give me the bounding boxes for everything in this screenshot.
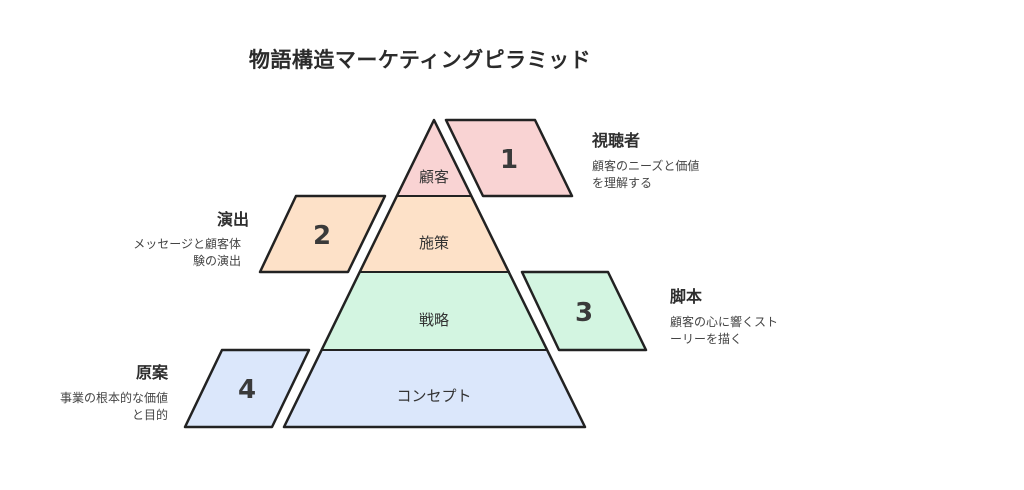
number-box-4 xyxy=(183,348,311,429)
item-title-viewers: 視聴者 xyxy=(592,131,641,150)
tier-label-customer: 顧客 xyxy=(418,168,450,186)
tier-bottom-shape xyxy=(284,350,585,427)
item-desc-direction-line1: メッセージと顧客体 xyxy=(133,237,241,251)
item-desc-direction: メッセージと顧客体 験の演出 xyxy=(133,236,241,270)
item-desc-viewers-line2: を理解する xyxy=(592,176,653,190)
item-desc-draft-line2: と目的 xyxy=(131,408,168,422)
number-box-2 xyxy=(258,194,387,274)
tier-second-shape xyxy=(359,196,510,272)
tier-third-shape xyxy=(321,272,548,350)
number-4: 4 xyxy=(237,375,257,405)
item-desc-draft: 事業の根本的な価値 と目的 xyxy=(60,390,168,424)
number-box-3 xyxy=(520,270,648,352)
item-desc-script-line1: 顧客の心に響くスト xyxy=(670,315,779,329)
item-title-script: 脚本 xyxy=(670,287,703,306)
item-desc-draft-line1: 事業の根本的な価値 xyxy=(59,391,168,405)
tier-top-shape xyxy=(397,120,472,196)
item-desc-viewers-line1: 顧客のニーズと価値 xyxy=(592,159,700,173)
number-box-1 xyxy=(444,118,574,198)
item-title-draft: 原案 xyxy=(135,363,168,382)
item-desc-script: 顧客の心に響くスト ーリーを描く xyxy=(670,314,778,348)
item-title-direction: 演出 xyxy=(216,210,249,229)
tier-label-strategy: 戦略 xyxy=(418,311,450,329)
diagram-title: 物語構造マーケティングピラミッド xyxy=(248,48,592,72)
number-1: 1 xyxy=(499,145,519,175)
item-desc-script-line2: ーリーを描く xyxy=(670,332,743,346)
item-desc-viewers: 顧客のニーズと価値 を理解する xyxy=(592,158,699,192)
tier-label-measures: 施策 xyxy=(418,234,450,252)
pyramid-outline xyxy=(282,118,587,429)
number-2: 2 xyxy=(312,221,332,251)
tier-label-concept: コンセプト xyxy=(396,387,472,405)
item-desc-direction-line2: 験の演出 xyxy=(192,254,241,268)
number-3: 3 xyxy=(574,298,594,328)
